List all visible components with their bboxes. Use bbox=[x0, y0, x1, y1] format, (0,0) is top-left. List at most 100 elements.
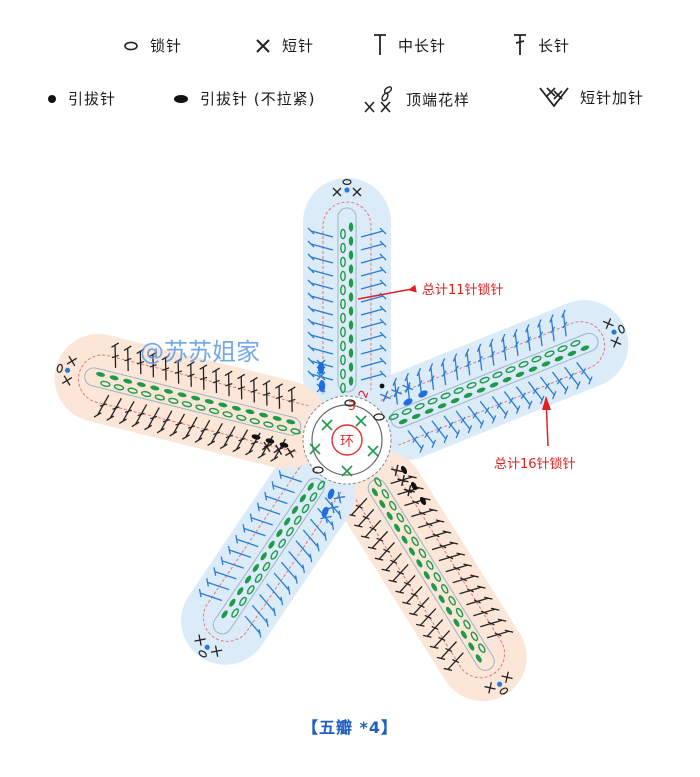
stitch-mark bbox=[288, 551, 305, 570]
stitch-mark bbox=[496, 402, 502, 409]
stitch-mark bbox=[374, 557, 384, 561]
chain-stitch-mark bbox=[239, 596, 247, 607]
chain-stitch-mark bbox=[195, 404, 206, 411]
chain-stitch-mark bbox=[554, 356, 564, 362]
stitch-mark bbox=[307, 292, 315, 300]
chain-stitch-mark bbox=[127, 387, 138, 394]
stitch-mark bbox=[198, 588, 202, 598]
chain-stitch-mark bbox=[222, 411, 233, 418]
petal-right bbox=[362, 300, 629, 461]
stitch-mark bbox=[508, 397, 514, 404]
slip-stitch-icon bbox=[46, 93, 58, 105]
stitch-mark bbox=[438, 636, 446, 642]
chain-stitch-mark bbox=[348, 250, 354, 260]
chain-stitch-mark bbox=[348, 278, 354, 288]
stitch-mark bbox=[443, 434, 449, 444]
stitch-mark bbox=[112, 406, 120, 410]
petal-background bbox=[362, 300, 629, 461]
stitch-mark bbox=[402, 601, 411, 605]
stitch-mark bbox=[150, 415, 158, 420]
stitch-mark bbox=[362, 515, 370, 520]
picot-mark bbox=[499, 687, 509, 695]
chain-stitch-mark bbox=[163, 388, 173, 394]
stitch-mark bbox=[278, 470, 282, 479]
chain-stitch-mark bbox=[246, 585, 255, 595]
chain-stitch-mark bbox=[427, 397, 438, 405]
stitch-mark bbox=[243, 527, 266, 537]
stitch-mark bbox=[213, 431, 221, 436]
stitch-mark bbox=[249, 376, 258, 383]
stitch-mark bbox=[251, 604, 268, 624]
stitch-mark bbox=[424, 431, 430, 439]
stitch-mark bbox=[520, 392, 526, 400]
picot-mark bbox=[66, 355, 78, 367]
stitch-mark bbox=[515, 405, 521, 414]
petal-top bbox=[303, 178, 391, 420]
chain-stitch-mark bbox=[348, 320, 354, 330]
single-crochet-mark bbox=[327, 501, 339, 514]
stitch-mark bbox=[221, 560, 244, 569]
chain-stitch-mark bbox=[254, 573, 263, 583]
stitch-mark bbox=[489, 350, 496, 358]
legend-sc-inc: 短针加针 bbox=[538, 86, 644, 108]
chain-stitch-mark bbox=[381, 489, 390, 499]
center-ring-label: 环 bbox=[340, 434, 354, 450]
chain-stitch-mark bbox=[460, 630, 467, 639]
stitch-mark bbox=[561, 309, 566, 318]
stitch-mark bbox=[411, 500, 419, 505]
chain-stitch-mark bbox=[262, 561, 271, 572]
stitch-mark bbox=[238, 437, 246, 442]
picot-mark bbox=[610, 336, 622, 348]
stitch-mark bbox=[466, 588, 475, 593]
chain-stitch-mark bbox=[348, 348, 354, 358]
stitch-mark bbox=[259, 594, 276, 613]
chain-stitch-mark bbox=[440, 584, 449, 594]
stitch-mark bbox=[200, 428, 208, 432]
stitch-mark bbox=[360, 360, 384, 368]
chain-stitch-mark bbox=[245, 409, 255, 415]
stitch-mark bbox=[207, 581, 230, 591]
chain-stitch-mark bbox=[518, 360, 529, 368]
stitch-mark bbox=[162, 367, 170, 371]
stitch-mark bbox=[310, 334, 334, 342]
stitch-mark bbox=[477, 355, 483, 363]
slip-stitch-mark bbox=[611, 329, 617, 335]
stitch-mark bbox=[456, 552, 466, 556]
stitch-mark bbox=[307, 227, 315, 235]
slip-stitch-mark bbox=[204, 644, 210, 650]
stitch-mark bbox=[242, 524, 246, 533]
stitch-mark bbox=[156, 427, 165, 434]
stitch-mark bbox=[212, 367, 220, 373]
chain-stitch-mark bbox=[231, 405, 241, 411]
chain-stitch-mark bbox=[123, 378, 133, 384]
stitch-mark bbox=[280, 473, 303, 483]
stitch-mark bbox=[453, 365, 459, 373]
stitch-mark bbox=[186, 361, 195, 367]
sc-increase-icon bbox=[538, 86, 570, 108]
chain-stitch-mark bbox=[396, 512, 404, 523]
stitch-mark bbox=[214, 570, 237, 580]
stitch-mark bbox=[307, 279, 315, 287]
stitch-mark bbox=[118, 418, 127, 424]
chain-stitch-mark bbox=[177, 392, 187, 398]
stitch-mark bbox=[527, 400, 533, 409]
chain-stitch-mark bbox=[340, 242, 346, 254]
chain-stitch-mark bbox=[489, 382, 499, 388]
picot-mark bbox=[56, 363, 63, 373]
chain-stitch-mark bbox=[231, 608, 239, 618]
stitch-mark bbox=[369, 526, 377, 531]
stitch-mark bbox=[174, 370, 182, 374]
chain-stitch-mark bbox=[113, 384, 125, 391]
chain-stitch-mark bbox=[418, 548, 427, 558]
single-crochet-mark bbox=[379, 390, 391, 402]
chain-stitch-mark bbox=[414, 402, 425, 410]
stitch-mark bbox=[294, 575, 298, 584]
stitch-mark bbox=[237, 386, 246, 390]
annotation-11-chains: 总计11针锁针 bbox=[357, 282, 504, 300]
picot-mark bbox=[342, 179, 352, 186]
stitch-mark bbox=[111, 342, 120, 348]
chain-stitch-mark bbox=[475, 654, 482, 663]
picot-mark bbox=[198, 650, 207, 658]
stitch-mark bbox=[245, 449, 253, 456]
picot-mark bbox=[618, 324, 625, 334]
